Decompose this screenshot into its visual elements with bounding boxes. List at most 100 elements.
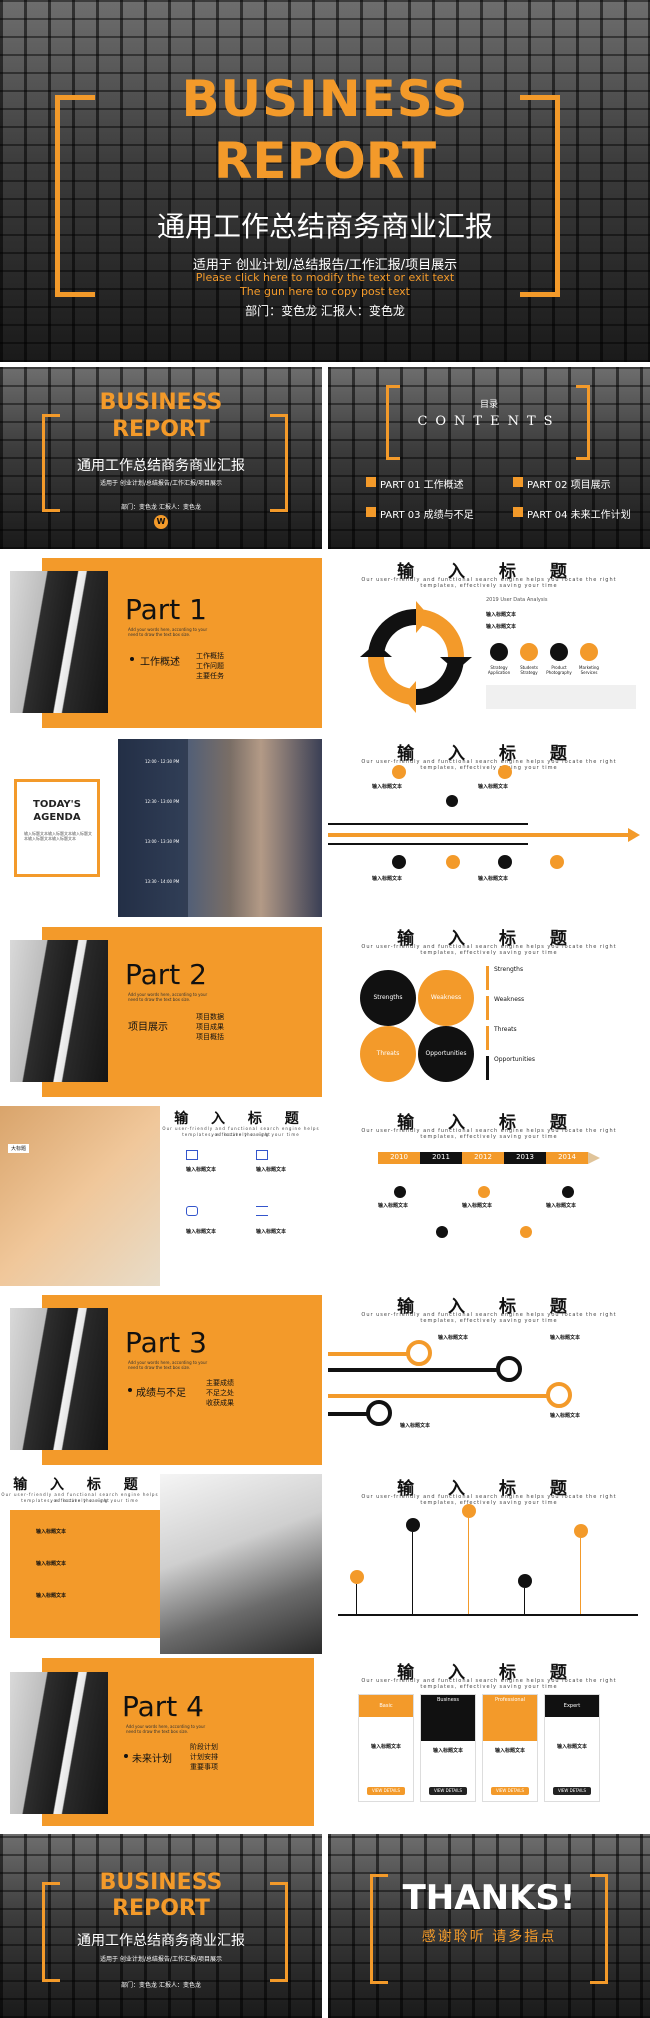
pencil-dot-4 [520,1226,532,1238]
plan-button-business[interactable]: VIEW DETAILS [429,1787,467,1795]
iconlist-input-4: 输入标题文本 [256,1229,287,1235]
cover-title-en-1: BUSINESS [181,70,469,128]
plan-input-expert: 输入标题文本 [556,1744,587,1750]
cycle-subtitle-2: templates, effectively saving your time [420,583,558,589]
pin-5 [574,1524,588,1538]
part2-number: Part 2 [125,958,207,991]
cycle-title: 输 入 标 题 [397,562,581,582]
agenda-time-1: 12:00 - 12:30 PM [145,759,180,764]
laptop-orange-panel [10,1510,160,1638]
milestone-dot-5 [498,855,512,869]
layers-icon [186,1150,198,1160]
ring-line-1 [328,1352,408,1356]
part4-photo [10,1672,108,1814]
part3-item-1: 不足之处 [206,1389,234,1397]
plan-button-expert[interactable]: VIEW DETAILS [553,1787,591,1795]
cycle-list-2: 输入标题文本 [486,623,516,630]
part2-bullet: 项目展示 [128,1022,168,1033]
rings-input-4: 输入标题文本 [550,1413,581,1419]
part4-item-0: 阶段计划 [190,1743,218,1751]
plan-card-expert: Expert 输入标题文本 VIEW DETAILS [544,1694,600,1802]
part2-item-0: 项目数据 [196,1013,224,1021]
mini-bracket-right [270,414,288,512]
contents-item-02[interactable]: PART 02 项目展示 [527,480,611,491]
pencil-input-3: 输入标题文本 [546,1203,577,1209]
part2-tagline: Add your words here, according to your n… [128,992,208,1002]
laptop-input-2: 输入标题文本 [36,1561,67,1567]
swot-subtitle-2: templates, effectively saving your time [420,950,558,956]
arrow-dark-line-2 [328,843,528,845]
strategy-dot-2 [520,643,538,661]
pencil-input-2: 输入标题文本 [462,1203,493,1209]
pin-stem-3 [468,1518,469,1614]
agenda-line-2: AGENDA [33,812,81,823]
plan-card-basic: Basic 输入标题文本 VIEW DETAILS [358,1694,414,1802]
strategy-label-4: Marketing Services [579,665,599,675]
plans-slide: 输 入 标 题 Our user-friendly and functional… [328,1658,650,1830]
contents-bracket-left [386,385,400,460]
agenda-time-2: 12:30 - 13:00 PM [145,799,180,804]
ring-line-3 [328,1394,548,1398]
milestone-dot-6 [550,855,564,869]
plan-header-business: Business [421,1695,475,1741]
milestone-dot-1 [392,765,406,779]
plan-button-basic[interactable]: VIEW DETAILS [367,1787,405,1795]
year-2013: 2013 [516,1153,534,1161]
part1-item-0: 工作概括 [196,652,224,660]
contents-item-03[interactable]: PART 03 成绩与不足 [380,510,474,521]
strategy-dot-1 [490,643,508,661]
pin-subtitle-2: templates, effectively saving your time [420,1500,558,1506]
part4-number: Part 4 [122,1690,204,1723]
pencil-bar [378,1152,588,1164]
agenda-overlay [118,739,188,917]
part4-bullet: 未来计划 [132,1754,172,1765]
arrow-input-title-4: 输入标题文本 [478,876,509,882]
part1-item-2: 主要任务 [196,672,224,680]
agenda-line-1: TODAY'S [33,799,81,810]
pin-baseline [338,1614,638,1616]
swot-threats [360,1026,416,1082]
pin-3 [462,1504,476,1518]
cover-placeholder-2: The gun here to copy post text [240,285,410,298]
arrow-subtitle-2: templates, effectively saving your time [420,765,558,771]
strategy-label-1: Strategy Application [487,665,511,675]
plan-card-professional: Professional 输入标题文本 VIEW DETAILS [482,1694,538,1802]
rings-subtitle-2: templates, effectively saving your time [420,1318,558,1324]
end-dept: 部门：变色龙 汇报人：变色龙 [121,1982,201,1989]
swot-title: 输 入 标 题 [397,929,581,949]
swot-label-threats: Threats [376,1050,400,1057]
pin-4 [518,1574,532,1588]
plan-button-professional[interactable]: VIEW DETAILS [491,1787,529,1795]
contents-item-03-icon [366,507,376,517]
part4-item-2: 重要事项 [190,1763,218,1771]
swot-weakness [418,970,474,1026]
contents-item-04[interactable]: PART 04 未来工作计划 [527,510,631,521]
sliders-icon [256,1150,268,1160]
iconlist-subtitle-1: Our user-friendly and functional search … [162,1126,320,1137]
contents-menu-cn: 目录 [479,400,498,410]
arrow-title: 输 入 标 题 [397,744,581,764]
milestone-dot-7 [446,795,458,807]
cycle-arrows-icon [360,601,472,713]
part1-photo [10,571,108,713]
logo-icon: W [154,515,168,529]
plan-input-business: 输入标题文本 [432,1748,463,1754]
pencil-dot-1 [394,1186,406,1198]
contents-item-01[interactable]: PART 01 工作概述 [380,480,464,491]
pencil-tip [588,1152,600,1164]
input-title-2: 输入标题文本 [486,624,517,630]
plan-input-professional: 输入标题文本 [494,1748,525,1754]
part3-item-2: 收获成果 [206,1399,234,1407]
cover-bracket-left [55,95,95,297]
contents-slide: 目录 CONTENTS PART 01 工作概述 PART 02 项目展示 PA… [328,367,650,549]
strategy-dot-3 [550,643,568,661]
arrow-head [628,828,640,842]
strategy-label-3: Product Photography [546,665,572,675]
cover-title-en-2: REPORT [213,132,437,190]
pin-title: 输 入 标 题 [397,1479,581,1499]
part1-number: Part 1 [125,593,207,626]
mini-bracket-left [42,414,60,512]
part3-bullet: 成绩与不足 [136,1388,186,1399]
part3-tagline: Add your words here, according to your n… [128,1360,208,1370]
arrow-input-title-2: 输入标题文本 [478,784,509,790]
